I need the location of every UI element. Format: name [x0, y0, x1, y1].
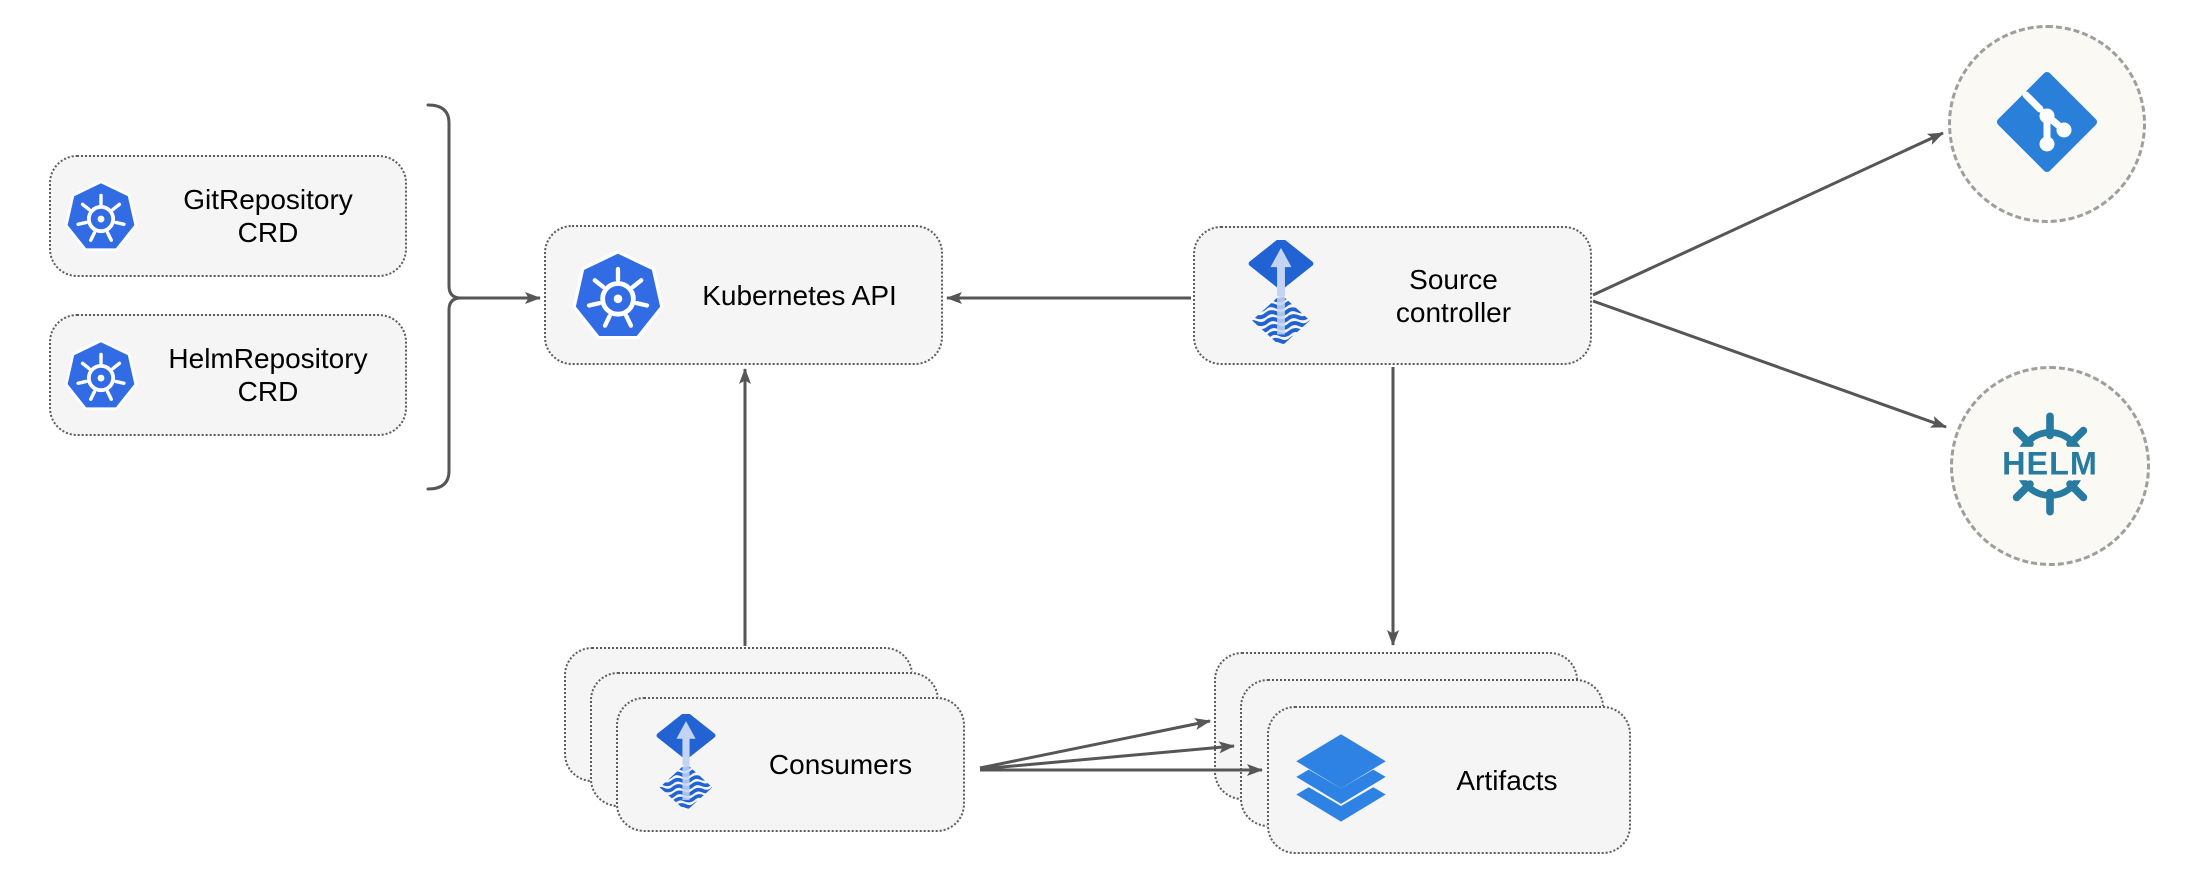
git-endpoint-circle [1948, 25, 2146, 223]
kubernetes-icon [63, 337, 139, 413]
node-label: Source controller [1395, 263, 1512, 328]
layers-icon [1289, 728, 1393, 832]
node-label: Kubernetes API [702, 279, 897, 311]
git-icon [1997, 71, 2097, 177]
kubernetes-icon [570, 247, 666, 343]
node-kubernetes-api: Kubernetes API [544, 225, 943, 365]
arrow-source-to-helm [1592, 299, 1947, 429]
arrow-consumers-to-artifacts-1 [979, 718, 1211, 770]
node-artifacts: Artifacts [1267, 706, 1631, 854]
brace-bracket [426, 103, 463, 491]
helm-endpoint-circle: HELM [1950, 366, 2150, 566]
flux-source-controller-icon [646, 713, 726, 816]
node-helmrepository-crd: HelmRepository CRD [49, 314, 407, 436]
helm-icon: HELM [1988, 402, 2112, 531]
arrow-source-to-git [1592, 131, 1944, 297]
arrow-consumers-to-artifacts-2 [979, 741, 1235, 771]
node-label: GitRepository CRD [183, 184, 353, 248]
node-gitrepository-crd: GitRepository CRD [49, 155, 407, 277]
node-label: Consumers [768, 749, 913, 780]
node-label: HelmRepository CRD [168, 343, 368, 407]
node-source-controller: Source controller [1193, 226, 1592, 365]
node-label: Artifacts [1456, 764, 1558, 796]
flux-source-controller-icon [1237, 239, 1325, 352]
kubernetes-icon [63, 178, 139, 254]
node-consumers: Consumers [616, 697, 965, 832]
helm-logo-text: HELM [2002, 445, 2098, 481]
